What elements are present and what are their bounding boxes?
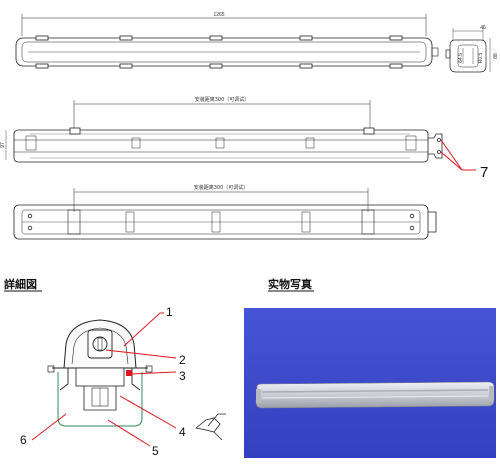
detail-heading: 詳細図 bbox=[4, 277, 37, 291]
detail-callout-6: 6 bbox=[20, 433, 27, 447]
end-height-label: 88 bbox=[493, 53, 499, 59]
end-width-label: 46 bbox=[480, 25, 486, 31]
detail-callout-5: 5 bbox=[152, 444, 159, 458]
end-inner-label-b: R0.5 bbox=[478, 53, 484, 64]
side-view bbox=[5, 100, 443, 163]
photo-heading: 实物写真 bbox=[268, 277, 312, 291]
callout-7-leaders bbox=[440, 139, 476, 171]
photo-fixture bbox=[255, 381, 495, 409]
bottom-view bbox=[13, 188, 437, 240]
bottom-mount-label: 安装距离300（可调试） bbox=[194, 184, 249, 191]
detail-leaders bbox=[31, 312, 177, 447]
detail-callout-1: 1 bbox=[166, 305, 173, 319]
detail-callout-3: 3 bbox=[179, 369, 186, 383]
end-inner-label-a: 64.5 bbox=[458, 53, 464, 63]
top-view bbox=[15, 14, 439, 69]
end-view bbox=[445, 28, 491, 73]
product-photo bbox=[244, 308, 496, 458]
detail-callout-4: 4 bbox=[179, 425, 186, 439]
side-mount-label: 安装距离300（可调试） bbox=[195, 96, 250, 103]
detail-callout-2: 2 bbox=[179, 353, 186, 367]
detail-cross-section bbox=[47, 319, 226, 441]
callout-7-label: 7 bbox=[480, 164, 488, 181]
side-height-label: 97 bbox=[0, 142, 6, 148]
top-length-label: 1265 bbox=[213, 12, 224, 18]
